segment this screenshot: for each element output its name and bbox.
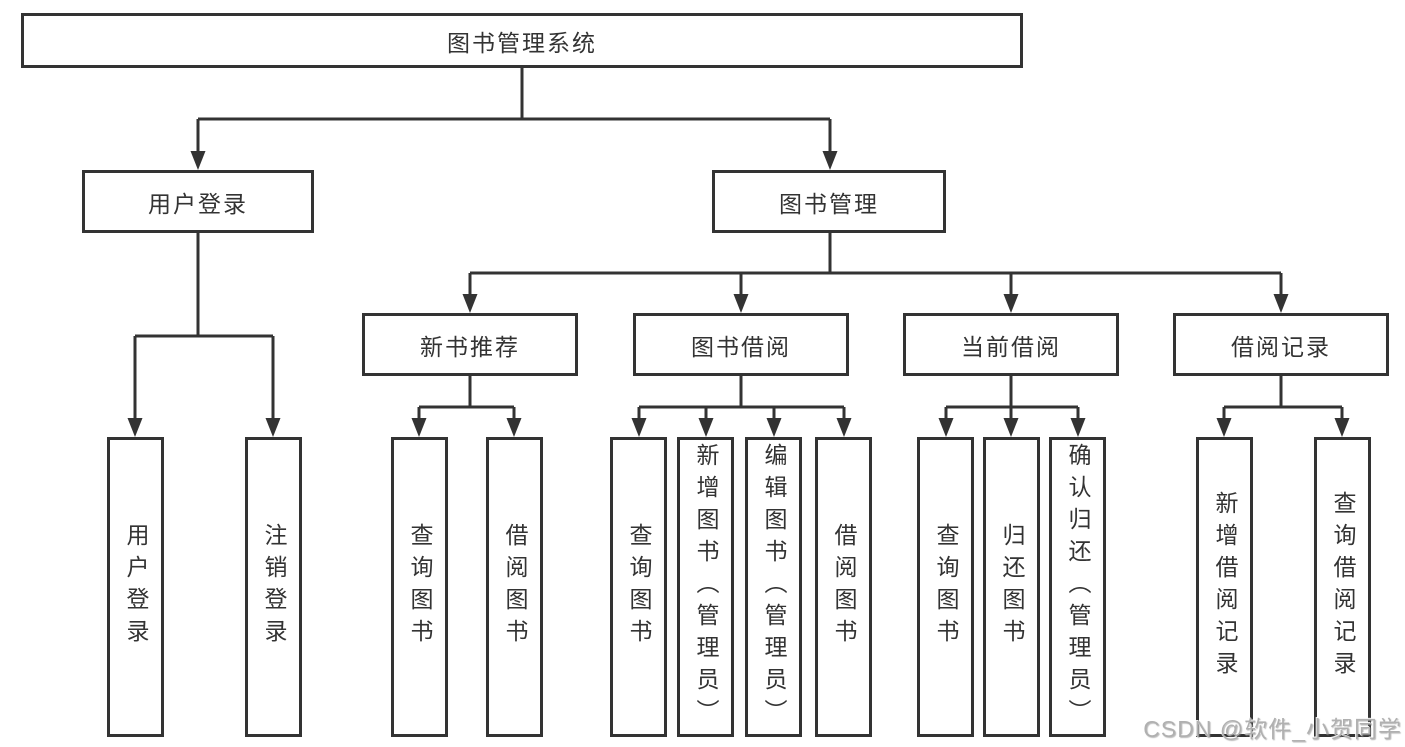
leaf-logout-label: 注销登录 xyxy=(261,523,287,651)
connector-current-to-leaves xyxy=(944,376,1080,420)
leaf-add-borrow-record: 新增借阅记录 xyxy=(1196,437,1253,737)
arrowhead-icon xyxy=(190,151,206,170)
node-root: 图书管理系统 xyxy=(21,13,1023,68)
node-new-book-recommend: 新书推荐 xyxy=(362,313,578,376)
connector-recommend-to-leaves xyxy=(417,376,516,420)
node-user-login: 用户登录 xyxy=(82,170,314,233)
arrowhead-icon xyxy=(836,418,852,437)
node-book-management: 图书管理 xyxy=(712,170,946,233)
leaf-add-book-admin: 新增图书（管理员） xyxy=(677,437,734,737)
connector-borrow-to-leaves xyxy=(637,376,846,420)
node-current-borrow: 当前借阅 xyxy=(903,313,1119,376)
arrowhead-icon xyxy=(1070,418,1086,437)
arrowhead-icon xyxy=(766,418,782,437)
leaf-query-books-current: 查询图书 xyxy=(917,437,974,737)
leaf-add-borrow-record-label: 新增借阅记录 xyxy=(1212,491,1238,683)
leaf-query-books-recommend-label: 查询图书 xyxy=(407,523,433,651)
leaf-borrow-books-recommend-label: 借阅图书 xyxy=(502,523,528,651)
arrowhead-icon xyxy=(506,418,522,437)
leaf-user-login-label: 用户登录 xyxy=(123,523,149,651)
leaf-confirm-return-admin-label: 确认归还（管理员） xyxy=(1065,443,1091,731)
node-root-label: 图书管理系统 xyxy=(447,29,597,56)
arrowhead-icon xyxy=(1334,418,1350,437)
leaf-query-borrow-record-label: 查询借阅记录 xyxy=(1330,491,1356,683)
arrowhead-icon xyxy=(698,418,714,437)
arrowhead-icon xyxy=(411,418,427,437)
leaf-borrow-books-recommend: 借阅图书 xyxy=(486,437,543,737)
leaf-query-books-borrow: 查询图书 xyxy=(610,437,667,737)
leaf-borrow-books-label: 借阅图书 xyxy=(831,523,857,651)
watermark-text: CSDN @软件_小贺同学 xyxy=(1143,716,1402,742)
leaf-confirm-return-admin: 确认归还（管理员） xyxy=(1049,437,1106,737)
leaf-edit-book-admin-label: 编辑图书（管理员） xyxy=(761,443,787,731)
connector-login-to-leaves xyxy=(133,233,275,420)
arrowhead-icon xyxy=(265,418,281,437)
leaf-query-borrow-record: 查询借阅记录 xyxy=(1314,437,1371,737)
node-book-management-label: 图书管理 xyxy=(779,190,879,217)
arrowhead-icon xyxy=(1216,418,1232,437)
node-current-borrow-label: 当前借阅 xyxy=(961,333,1061,360)
arrowhead-icon xyxy=(462,294,478,313)
arrowhead-icon xyxy=(1273,294,1289,313)
node-borrow-records: 借阅记录 xyxy=(1173,313,1389,376)
leaf-query-books-recommend: 查询图书 xyxy=(391,437,448,737)
connector-management-to-level3 xyxy=(468,233,1283,296)
arrowhead-icon xyxy=(127,418,143,437)
node-book-borrow: 图书借阅 xyxy=(633,313,849,376)
node-book-borrow-label: 图书借阅 xyxy=(691,333,791,360)
leaf-query-books-borrow-label: 查询图书 xyxy=(626,523,652,651)
leaf-return-book: 归还图书 xyxy=(983,437,1040,737)
leaf-edit-book-admin: 编辑图书（管理员） xyxy=(745,437,802,737)
arrowhead-icon xyxy=(1003,418,1019,437)
leaf-user-login: 用户登录 xyxy=(107,437,164,737)
connector-records-to-leaves xyxy=(1222,376,1344,420)
arrowhead-icon xyxy=(938,418,954,437)
node-borrow-records-label: 借阅记录 xyxy=(1231,333,1331,360)
arrowhead-icon xyxy=(733,294,749,313)
connector-root-to-level2 xyxy=(196,68,832,153)
arrowhead-icon xyxy=(631,418,647,437)
node-new-book-recommend-label: 新书推荐 xyxy=(420,333,520,360)
arrowhead-icon xyxy=(1003,294,1019,313)
leaf-logout: 注销登录 xyxy=(245,437,302,737)
node-user-login-label: 用户登录 xyxy=(148,190,248,217)
leaf-borrow-books: 借阅图书 xyxy=(815,437,872,737)
leaf-add-book-admin-label: 新增图书（管理员） xyxy=(693,443,719,731)
leaf-query-books-current-label: 查询图书 xyxy=(933,523,959,651)
leaf-return-book-label: 归还图书 xyxy=(999,523,1025,651)
arrowhead-icon xyxy=(822,151,838,170)
